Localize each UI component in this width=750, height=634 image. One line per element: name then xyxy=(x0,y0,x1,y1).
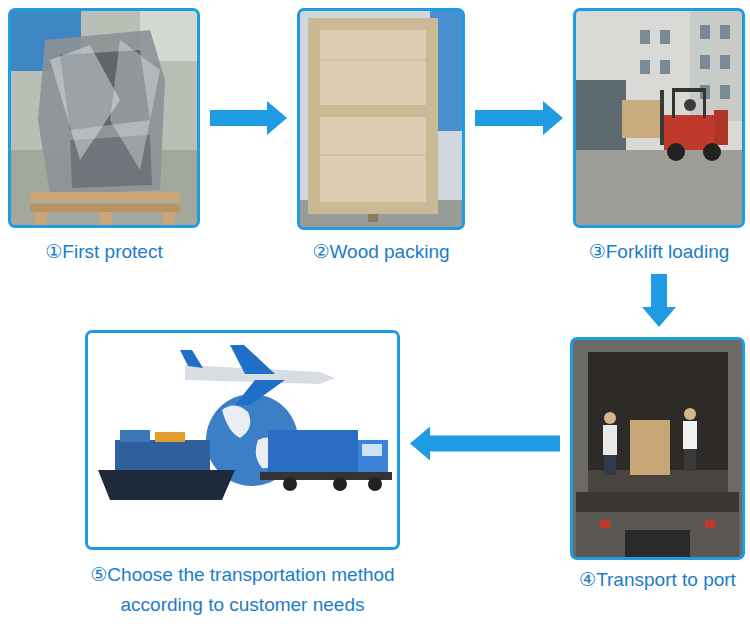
photo-step: ③Forklift loading xyxy=(573,8,745,264)
step-caption: ③Forklift loading xyxy=(573,240,745,264)
flow-arrow xyxy=(410,427,560,461)
photo-step: ④Transport to port xyxy=(570,337,745,592)
photo-frame xyxy=(85,330,400,550)
flow-arrow xyxy=(475,101,563,135)
photo-forklift xyxy=(576,11,742,225)
photo-wood-packing xyxy=(300,11,462,227)
photo-frame xyxy=(573,8,745,228)
photo-frame xyxy=(297,8,465,230)
photo-step: ⑤Choose the transportation method accord… xyxy=(85,330,400,620)
flow-arrow xyxy=(210,101,287,135)
photo-step: ①First protect xyxy=(8,8,200,264)
flow-arrow xyxy=(642,274,676,327)
step-caption: ⑤Choose the transportation method accord… xyxy=(75,560,411,620)
photo-frame xyxy=(8,8,200,228)
photo-step: ②Wood packing xyxy=(297,8,465,264)
photo-container xyxy=(573,340,742,557)
step-caption: ②Wood packing xyxy=(286,240,476,264)
step-caption: ①First protect xyxy=(8,240,200,264)
photo-first-protect xyxy=(11,11,197,225)
photo-frame xyxy=(570,337,745,560)
step-caption: ④Transport to port xyxy=(569,568,747,592)
photo-transport-methods xyxy=(88,333,397,547)
